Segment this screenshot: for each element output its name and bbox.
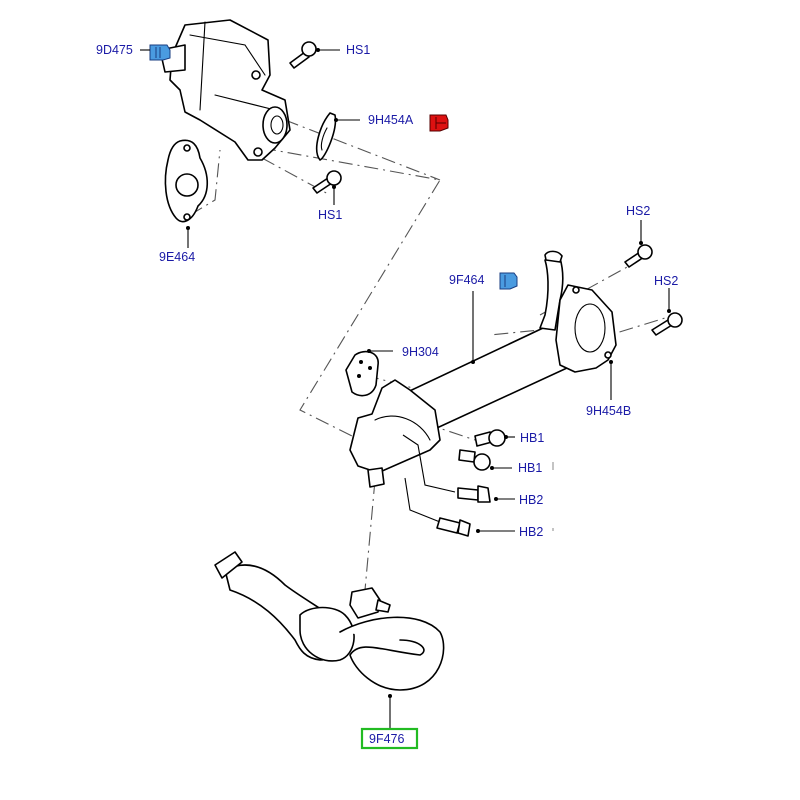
callout-hb2-lower[interactable]: HB2: [519, 525, 543, 539]
bolt-hb2-lower[interactable]: [436, 517, 480, 537]
bolt-hs1-top[interactable]: [289, 41, 320, 69]
callout-9h454b[interactable]: 9H454B: [586, 404, 631, 418]
alignment-line: [189, 149, 221, 216]
callout-9h454a[interactable]: 9H454A: [368, 113, 414, 127]
selected-callout-highlight: [360, 727, 419, 750]
egr-valve-part[interactable]: [159, 19, 291, 161]
warning-note-icon[interactable]: [429, 114, 449, 132]
alignment-line: [261, 147, 441, 441]
bolt-hb1-upper[interactable]: [474, 429, 508, 447]
callout-hb1-lower[interactable]: HB1: [518, 461, 542, 475]
callout-hb1-upper[interactable]: HB1: [520, 431, 544, 445]
bolt-hs2-lower[interactable]: [651, 309, 683, 336]
hose-9f476-part[interactable]: [214, 551, 445, 698]
bolt-hb1-lower[interactable]: [458, 449, 494, 471]
callout-hs1-lower[interactable]: HS1: [318, 208, 342, 222]
bolt-hs1-lower[interactable]: [312, 170, 342, 194]
callout-hs2-upper[interactable]: HS2: [626, 204, 650, 218]
info-note-icon[interactable]: [499, 272, 518, 290]
alignment-line: [284, 119, 441, 181]
bolt-hs2-upper[interactable]: [624, 241, 653, 268]
callout-hs2-lower[interactable]: HS2: [654, 274, 678, 288]
gasket-9h454a-part[interactable]: [315, 112, 338, 161]
alignment-line: [364, 479, 376, 591]
bolt-hb2-upper[interactable]: [457, 485, 498, 503]
info-note-icon[interactable]: [149, 44, 171, 61]
callout-9f464[interactable]: 9F464: [449, 273, 484, 287]
elbow-flange-part[interactable]: [349, 379, 441, 488]
gasket-9h304-part[interactable]: [345, 349, 379, 397]
gasket-9e464-part[interactable]: [164, 139, 209, 230]
callout-9e464[interactable]: 9E464: [159, 250, 195, 264]
callout-hb2-upper[interactable]: HB2: [519, 493, 543, 507]
callout-9h304[interactable]: 9H304: [402, 345, 439, 359]
callout-9f476[interactable]: 9F476: [369, 732, 404, 746]
callout-9d475[interactable]: 9D475: [96, 43, 133, 57]
callout-hs1-top[interactable]: HS1: [346, 43, 370, 57]
